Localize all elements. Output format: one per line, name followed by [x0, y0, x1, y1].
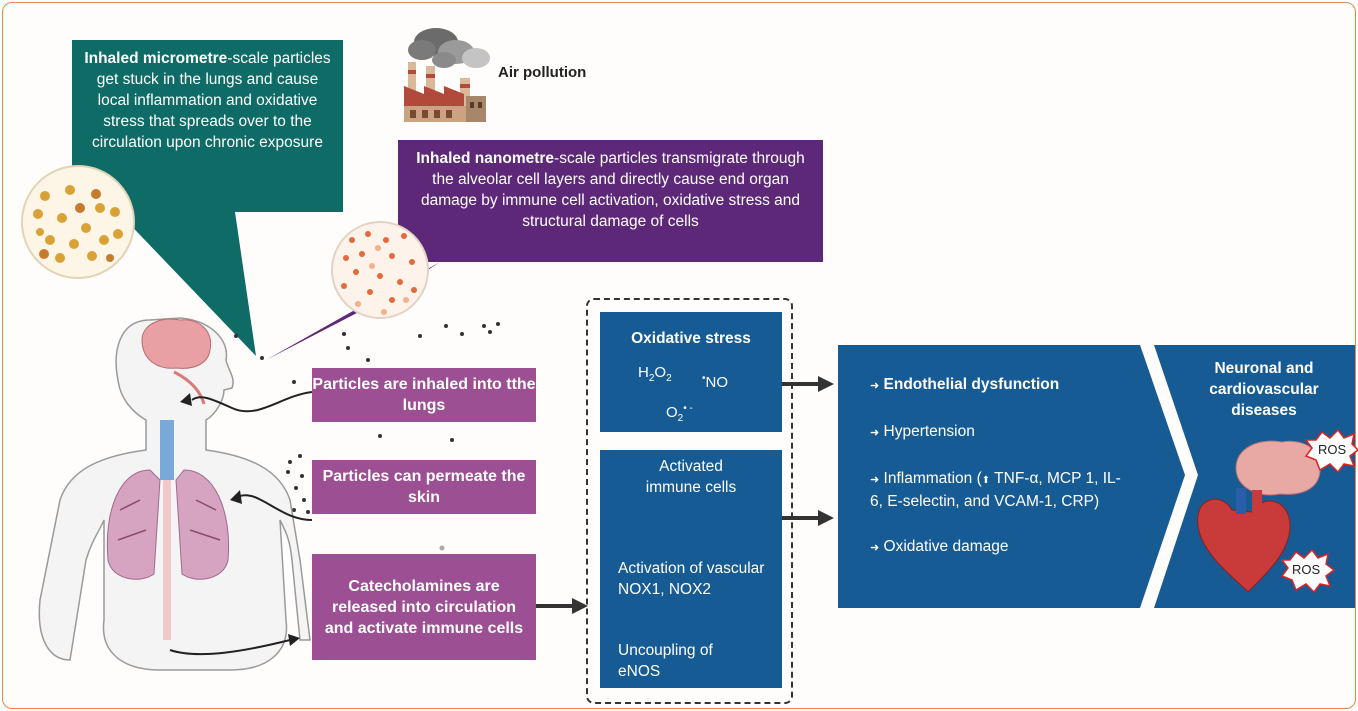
- effect-hypertension: ➜ Hypertension: [870, 423, 975, 440]
- effect-endothelial: ➜ Endothelial dysfunction: [870, 376, 1060, 393]
- effects-list: ➜ Endothelial dysfunction ➜ Hypertension…: [870, 374, 1132, 576]
- immune-cells-title: Activated immune cells: [645, 458, 737, 496]
- factory-icon: [404, 28, 490, 122]
- micrometre-box: Inhaled micrometre-scale particles get s…: [72, 40, 343, 212]
- inhaled-route-box: Particles are inhaled into tthe lungs: [312, 368, 536, 422]
- h2o2-formula: H2O2: [638, 364, 672, 384]
- ros-label-heart: ROS: [1292, 562, 1321, 577]
- skin-route-text: Particles can permeate the skin: [322, 468, 526, 506]
- micrometre-text: -scale particles get stuck in the lungs …: [92, 50, 331, 151]
- skin-route-box: Particles can permeate the skin: [312, 460, 536, 514]
- inhaled-route-text: Particles are inhaled into tthe lungs: [312, 376, 536, 414]
- nanometre-box: Inhaled nanometre-scale particles transm…: [398, 140, 823, 262]
- nanometre-text: -scale particles transmigrate through th…: [420, 150, 805, 230]
- catecholamines-text: Catecholamines are released into circula…: [324, 577, 524, 637]
- effect-inflammation: ➜ Inflammation (⬆ TNF-α, MCP 1, IL-6, E-…: [870, 470, 1121, 510]
- oxidative-stress-box: Oxidative stress H2O2 •NO O2• -: [600, 312, 782, 432]
- micrometre-bold: Inhaled micrometre: [84, 50, 228, 67]
- superoxide-formula: O2• -: [666, 403, 693, 424]
- immune-cells-box: Activated immune cells Activation of vas…: [600, 450, 782, 688]
- no-formula: •NO: [702, 373, 729, 391]
- nox-activation-text: Activation of vascular NOX1, NOX2: [618, 560, 765, 598]
- outcome-title: Neuronal and cardiovascular diseases: [1209, 360, 1319, 419]
- effect-oxidative-damage: ➜ Oxidative damage: [870, 538, 1009, 555]
- catecholamines-box: Catecholamines are released into circula…: [312, 554, 536, 660]
- nanometre-bold: Inhaled nanometre: [416, 150, 555, 167]
- ros-label-brain: ROS: [1318, 442, 1347, 457]
- air-pollution-label: Air pollution: [498, 64, 587, 81]
- enos-uncoupling-text: Uncoupling of eNOS: [618, 642, 713, 680]
- mechanism-group: [586, 298, 793, 704]
- oxidative-stress-title: Oxidative stress: [631, 330, 751, 347]
